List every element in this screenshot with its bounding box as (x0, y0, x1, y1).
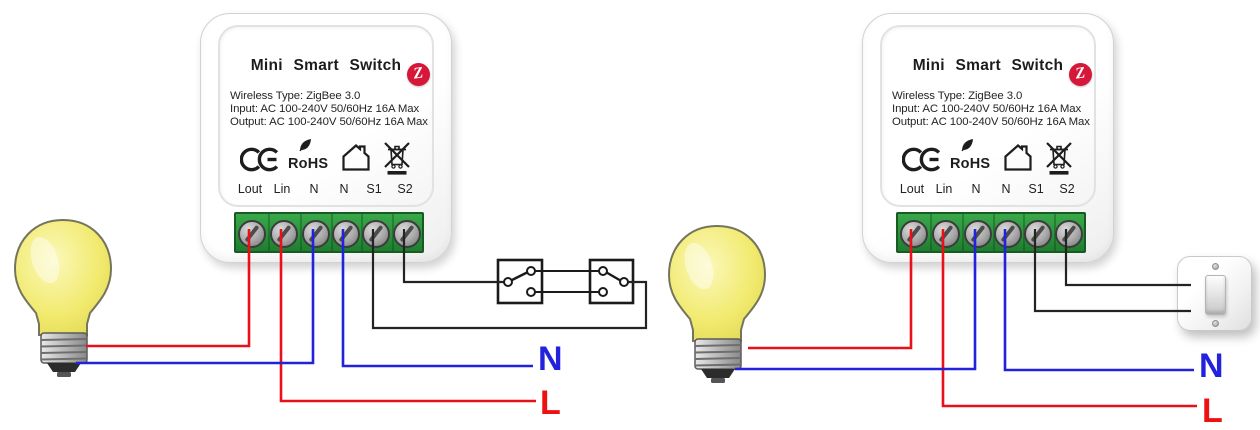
indoor-use-house-icon (1004, 144, 1032, 171)
terminal-label-lout: Lout (899, 182, 925, 196)
terminal-label-lin: Lin (273, 182, 291, 196)
wall-switch (1177, 256, 1252, 331)
certification-row: RoHS (201, 139, 451, 180)
indoor-use-house-icon (342, 144, 370, 171)
terminal-label-n1: N (971, 182, 981, 196)
spec-line-input: Input: AC 100-240V 50/60Hz 16A Max (230, 103, 420, 116)
terminal-screw-s1 (1024, 220, 1052, 248)
light-bulb-icon (667, 224, 767, 383)
device-face-panel (880, 25, 1096, 207)
ce-mark-icon (902, 147, 941, 172)
light-bulb-icon (13, 218, 113, 377)
terminal-screw-s1 (362, 220, 390, 248)
rohs-label: RoHS (288, 156, 329, 172)
weee-crossed-bin-icon (384, 142, 410, 175)
terminal-screw-s2 (1055, 220, 1083, 248)
switch-rocker (1205, 275, 1226, 315)
terminal-label-s2: S2 (397, 182, 413, 196)
terminal-screw-lout (900, 220, 928, 248)
rohs-label: RoHS (950, 156, 991, 172)
terminal-label-s1: S1 (1028, 182, 1044, 196)
device-face-panel (218, 25, 434, 207)
device-title: Mini Smart Switch (250, 57, 402, 74)
switch-screw-icon (1212, 320, 1219, 327)
spec-line-wireless: Wireless Type: ZigBee 3.0 (230, 90, 361, 102)
switch-lever-2 (603, 269, 624, 284)
terminal-label-n2: N (1001, 182, 1011, 196)
rohs-mark: RoHS (950, 139, 996, 172)
terminal-screw-lout (238, 220, 266, 248)
terminal-block (896, 212, 1086, 253)
device-specs: Wireless Type: ZigBee 3.0 Input: AC 100-… (230, 90, 428, 130)
live-label: L (1202, 392, 1223, 430)
terminal-label-s1: S1 (366, 182, 382, 196)
spec-line-output: Output: AC 100-240V 50/60Hz 16A Max (892, 116, 1090, 129)
live-label: L (540, 384, 561, 422)
certification-row: RoHS (863, 139, 1113, 180)
spec-line-output: Output: AC 100-240V 50/60Hz 16A Max (230, 116, 428, 129)
rohs-leaf-icon (299, 139, 311, 152)
terminal-label-n1: N (309, 182, 319, 196)
terminal-screw-lin (270, 220, 298, 248)
switch-box-1 (496, 258, 544, 305)
switch-lever-1 (507, 269, 531, 284)
terminal-label-lout: Lout (237, 182, 263, 196)
rohs-mark: RoHS (288, 139, 334, 172)
terminal-block (234, 212, 424, 253)
neutral-label: N (1199, 347, 1224, 385)
switch-contact-points (503, 266, 629, 297)
terminal-label-lin: Lin (935, 182, 953, 196)
switch-screw-icon (1212, 263, 1219, 270)
spec-line-wireless: Wireless Type: ZigBee 3.0 (892, 90, 1023, 102)
terminal-label-s2: S2 (1059, 182, 1075, 196)
rohs-leaf-icon (961, 139, 973, 152)
terminal-screw-n2 (332, 220, 360, 248)
weee-crossed-bin-icon (1046, 142, 1072, 175)
spec-line-input: Input: AC 100-240V 50/60Hz 16A Max (892, 103, 1082, 116)
smart-switch-device-left: Mini Smart Switch Z Wireless Type: ZigBe… (200, 13, 452, 263)
device-specs: Wireless Type: ZigBee 3.0 Input: AC 100-… (892, 90, 1090, 130)
terminal-screw-lin (932, 220, 960, 248)
terminal-screw-n1 (964, 220, 992, 248)
device-title: Mini Smart Switch (912, 57, 1064, 74)
terminal-label-n2: N (339, 182, 349, 196)
neutral-label: N (538, 340, 563, 378)
smart-switch-device-right: Mini Smart Switch Z Wireless Type: ZigBe… (862, 13, 1114, 263)
switch-box-2 (588, 258, 635, 305)
ce-mark-icon (240, 147, 279, 172)
terminal-screw-n2 (994, 220, 1022, 248)
terminal-screw-s2 (393, 220, 421, 248)
terminal-screw-n1 (302, 220, 330, 248)
two-way-switch-schematic (496, 258, 635, 305)
